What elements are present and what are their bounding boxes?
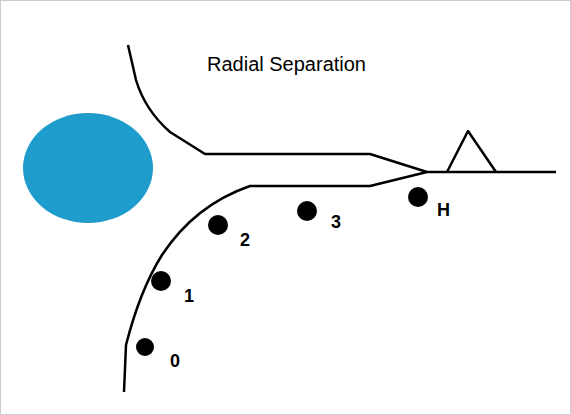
position-dot xyxy=(297,201,317,221)
callout-number: 3 xyxy=(331,213,341,231)
upper-streamline xyxy=(128,45,427,172)
lower-streamline xyxy=(124,172,427,392)
callout-number: 1 xyxy=(184,287,194,305)
callout-number: H xyxy=(437,201,450,219)
position-dot xyxy=(151,271,171,291)
blue-particle xyxy=(23,113,153,223)
position-dot xyxy=(136,338,154,356)
callout-number: 2 xyxy=(240,231,250,249)
position-dot xyxy=(408,187,428,207)
diagram-title: Radial Separation xyxy=(207,54,366,74)
position-dot xyxy=(208,215,228,235)
stagnation-triangle xyxy=(447,131,496,172)
callout-number: 0 xyxy=(170,352,180,370)
